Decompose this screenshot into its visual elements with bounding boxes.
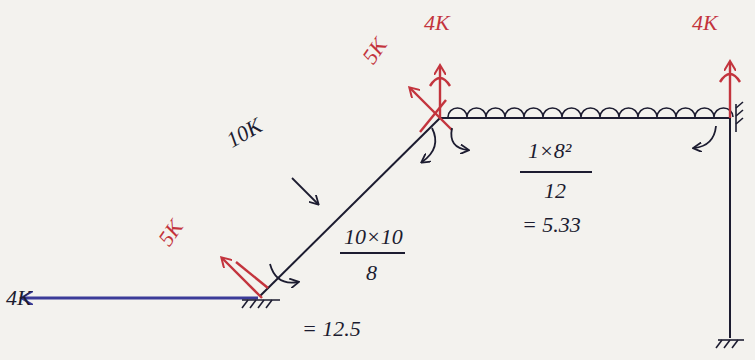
- reaction-value: 4K: [424, 12, 450, 34]
- column: [729, 118, 731, 338]
- horizontal-load: [22, 297, 258, 300]
- reaction-value: 5K: [358, 34, 391, 68]
- formula-denominator: 8: [366, 262, 377, 284]
- reaction-value: 4K: [692, 12, 718, 34]
- reaction-arrows: [222, 62, 740, 298]
- distributed-load: [448, 108, 733, 117]
- formula-denominator: 12: [544, 180, 566, 202]
- formula-numerator: 1×8²: [528, 140, 571, 162]
- formula-result: = 12.5: [302, 318, 361, 340]
- moment-arrows: [270, 126, 716, 283]
- formula-numerator: 10×10: [344, 226, 403, 248]
- fixed-support: [242, 102, 744, 348]
- load-value: 4K: [6, 287, 32, 309]
- beam: [440, 117, 730, 119]
- reaction-value: 5K: [154, 216, 187, 250]
- formula-result: = 5.33: [522, 214, 581, 236]
- inclined-member: [260, 118, 440, 296]
- load-value: 10K: [223, 114, 266, 151]
